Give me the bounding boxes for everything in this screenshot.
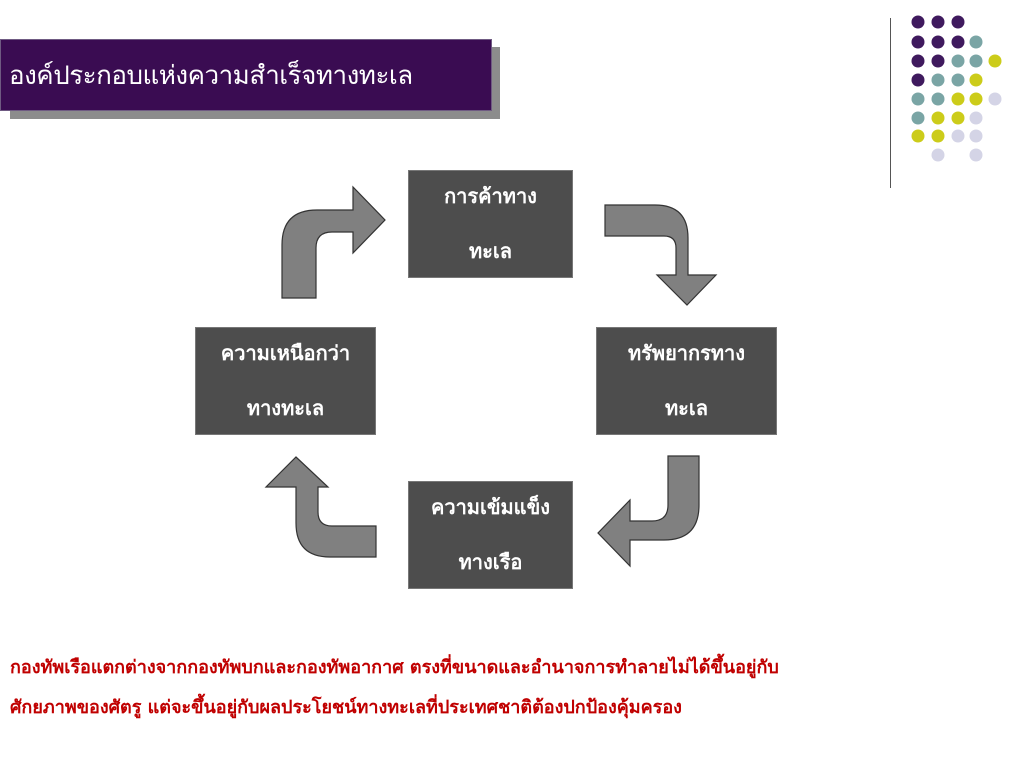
caption-text: กองทัพเรือแตกต่างจากกองทัพบกและกองทัพอาก… bbox=[10, 648, 1020, 728]
dot bbox=[969, 111, 983, 125]
dot bbox=[931, 148, 945, 162]
dot bbox=[969, 73, 983, 87]
caption-line2: ศักยภาพของศัตรู แต่จะขึ้นอยู่กับผลประโยช… bbox=[10, 697, 682, 718]
dot bbox=[931, 111, 945, 125]
arrow-left-to-top bbox=[281, 185, 386, 299]
dot bbox=[951, 129, 965, 143]
node-maritime-trade: การค้าทาง ทะเล bbox=[408, 170, 573, 278]
dot bbox=[911, 15, 925, 29]
arrow-right-to-bottom bbox=[597, 455, 700, 568]
node-label-line2: ทะเล bbox=[664, 396, 709, 420]
node-label-line2: ทะเล bbox=[468, 239, 513, 263]
dot bbox=[931, 15, 945, 29]
dot bbox=[931, 35, 945, 49]
arrow-bottom-to-left bbox=[264, 456, 377, 558]
dot bbox=[969, 92, 983, 106]
dot bbox=[988, 92, 1002, 106]
dot bbox=[931, 73, 945, 87]
dot bbox=[911, 92, 925, 106]
dot bbox=[951, 111, 965, 125]
node-label-line1: ความเหนือกว่า bbox=[220, 341, 351, 365]
node-label-line1: ทรัพยากรทาง bbox=[627, 341, 746, 365]
dot bbox=[951, 73, 965, 87]
caption-line1: กองทัพเรือแตกต่างจากกองทัพบกและกองทัพอาก… bbox=[10, 657, 779, 678]
dot bbox=[931, 92, 945, 106]
dot bbox=[951, 92, 965, 106]
dot bbox=[969, 35, 983, 49]
node-maritime-superiority: ความเหนือกว่า ทางทะเล bbox=[195, 327, 376, 435]
dot bbox=[951, 15, 965, 29]
dot bbox=[969, 54, 983, 68]
node-naval-strength: ความเข้มแข็ง ทางเรือ bbox=[408, 481, 573, 589]
dot bbox=[969, 129, 983, 143]
node-label-line2: ทางทะเล bbox=[246, 396, 325, 420]
dot bbox=[911, 129, 925, 143]
dot bbox=[969, 148, 983, 162]
dot bbox=[951, 54, 965, 68]
node-label-line1: การค้าทาง bbox=[444, 184, 537, 208]
dot bbox=[988, 54, 1002, 68]
dot bbox=[911, 111, 925, 125]
dot bbox=[911, 35, 925, 49]
node-label-line1: ความเข้มแข็ง bbox=[430, 495, 551, 519]
node-maritime-resources: ทรัพยากรทาง ทะเล bbox=[596, 327, 777, 435]
arrow-top-to-right bbox=[604, 204, 718, 306]
title-banner: องค์ประกอบแห่งความสำเร็จทางทะเล bbox=[0, 39, 492, 111]
dot bbox=[931, 129, 945, 143]
slide-title: องค์ประกอบแห่งความสำเร็จทางทะเล bbox=[9, 60, 413, 91]
dot bbox=[911, 73, 925, 87]
node-label-line2: ทางเรือ bbox=[458, 550, 523, 574]
dot bbox=[911, 54, 925, 68]
dot bbox=[931, 54, 945, 68]
dot bbox=[951, 35, 965, 49]
decorative-divider bbox=[890, 18, 891, 188]
